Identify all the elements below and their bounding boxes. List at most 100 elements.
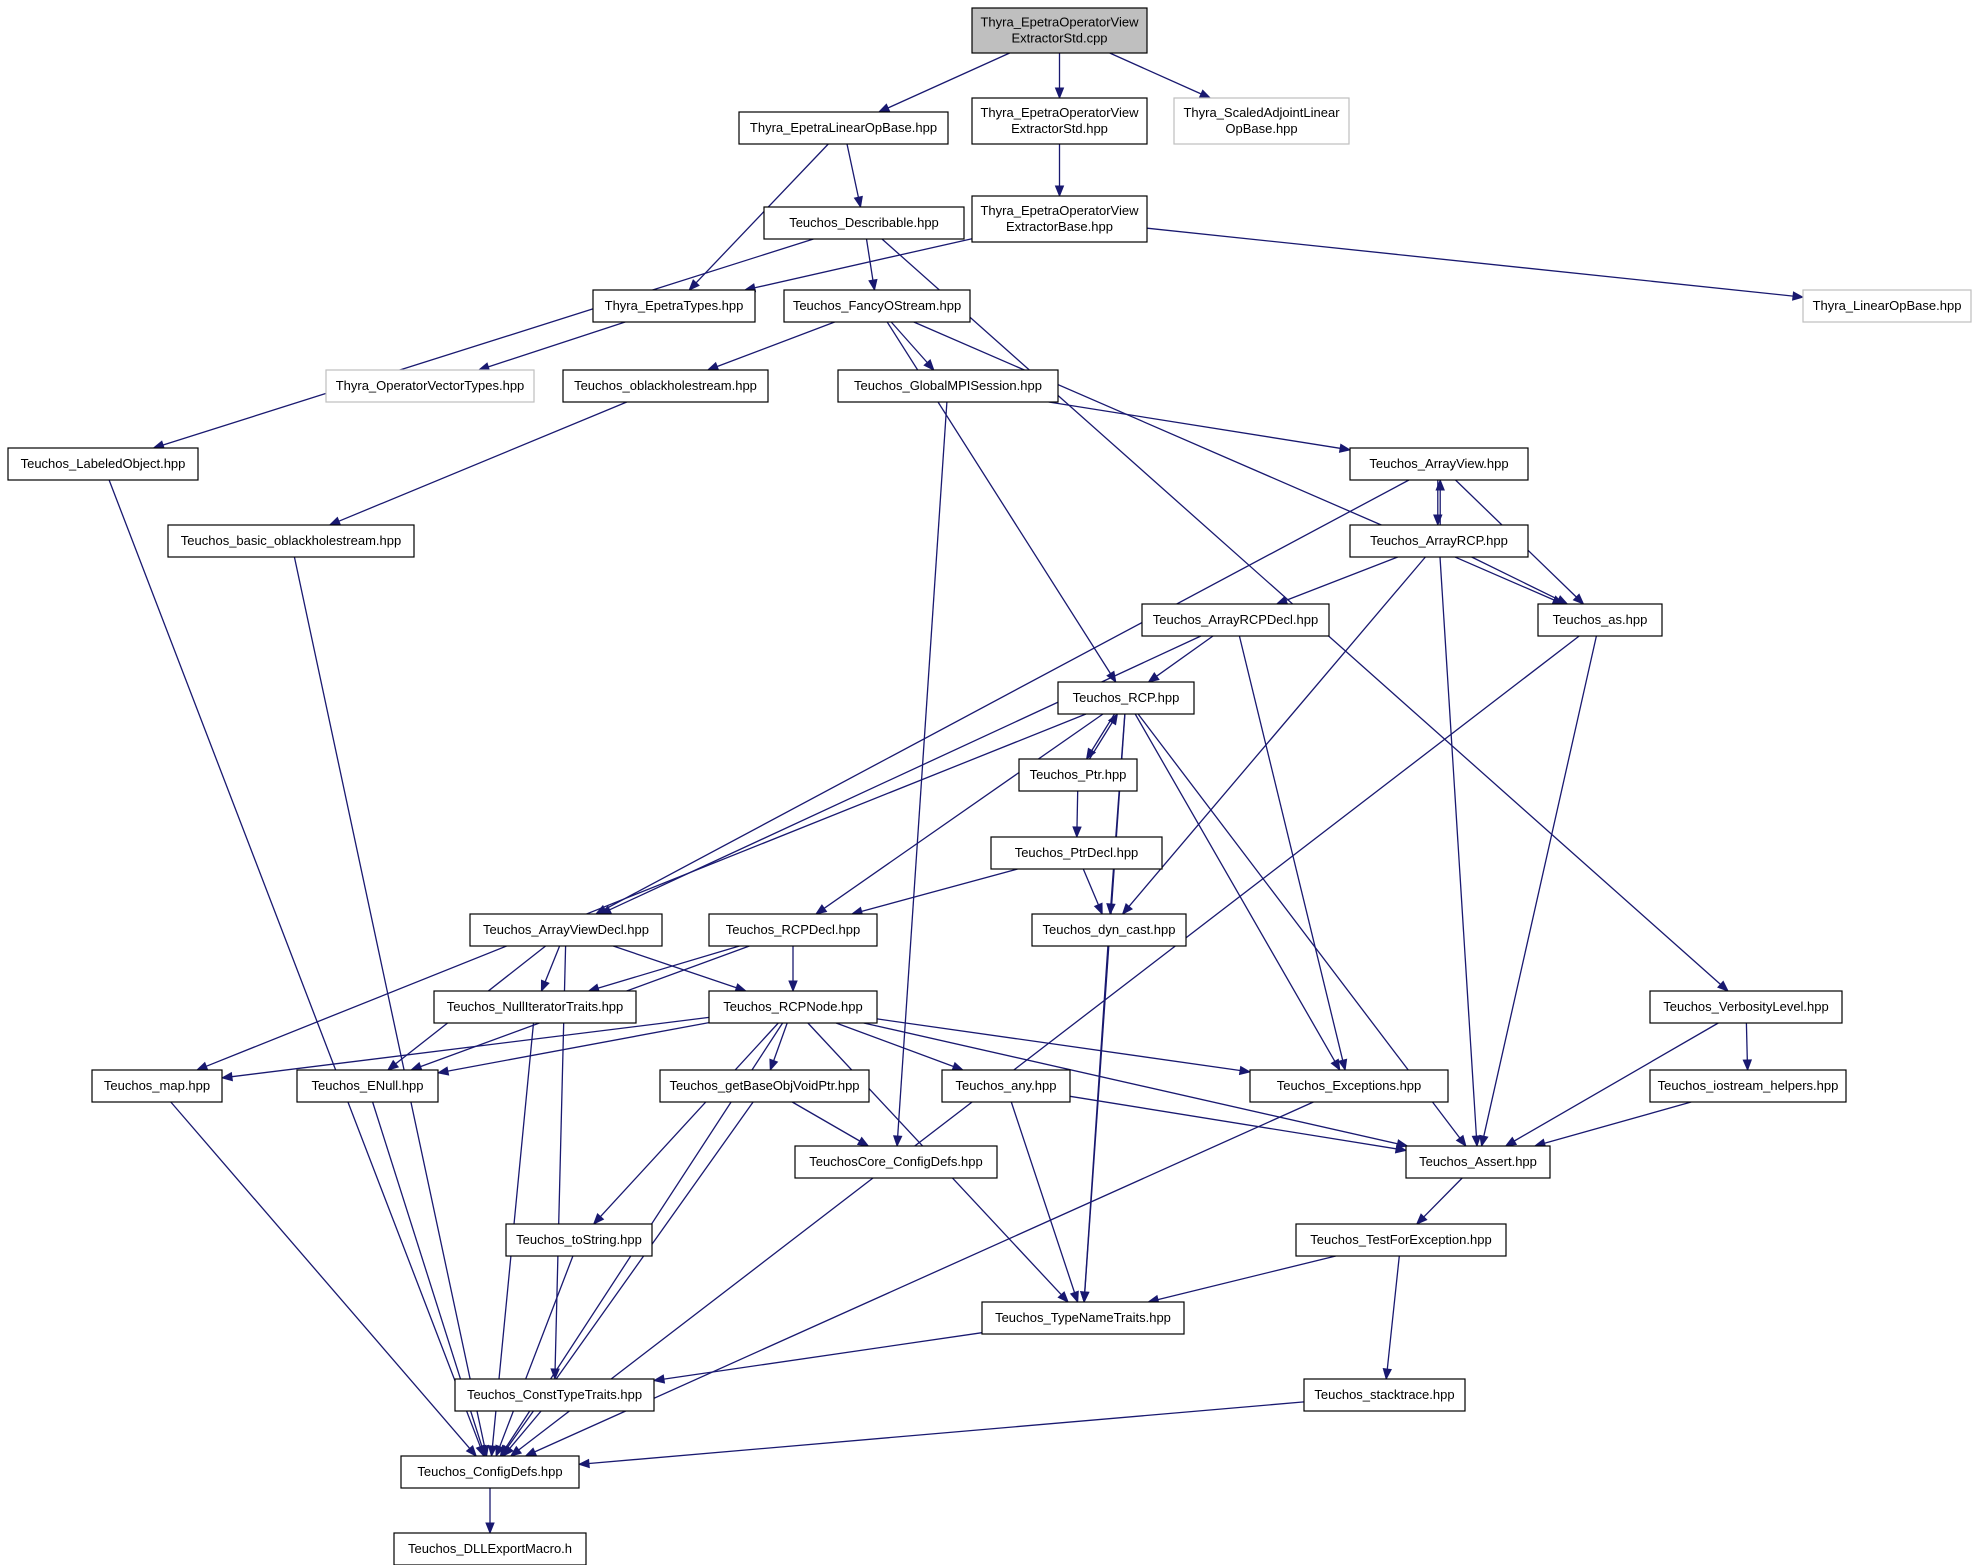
node-box-bobh: [167, 524, 415, 558]
node-rcpdecl[interactable]: Teuchos_RCPDecl.hpp: [708, 913, 878, 947]
node-label-rcpnode: Teuchos_RCPNode.hpp: [723, 999, 862, 1014]
node-label-obh: Teuchos_oblackholestream.hpp: [574, 378, 757, 393]
node-box-etypes: [592, 289, 756, 323]
edge-rcpnode-to-exc: [876, 1018, 1241, 1072]
node-elob[interactable]: Thyra_EpetraLinearOpBase.hpp: [738, 111, 949, 145]
node-map[interactable]: Teuchos_map.hpp: [91, 1069, 223, 1103]
node-box-desc: [763, 206, 965, 240]
node-box-verb: [1649, 990, 1843, 1024]
arrowhead-arrrcp-to-dyncast: [1121, 902, 1133, 916]
edge-arrview-to-avdecl: [604, 479, 1410, 910]
node-etypes[interactable]: Thyra_EpetraTypes.hpp: [592, 289, 756, 323]
arrowhead-fancy-to-gmpi: [923, 359, 935, 372]
arrowhead-gmpi-to-coreconf: [892, 1135, 903, 1148]
node-label-etypes: Thyra_EpetraTypes.hpp: [605, 298, 744, 313]
node-linop[interactable]: Thyra_LinearOpBase.hpp: [1802, 289, 1972, 323]
node-label-arrrcp: Teuchos_ArrayRCP.hpp: [1370, 533, 1508, 548]
arrowhead-rcp-to-exc: [1330, 1058, 1341, 1072]
node-box-stack: [1303, 1378, 1466, 1412]
node-nullit[interactable]: Teuchos_NullIteratorTraits.hpp: [433, 990, 637, 1024]
node-labeled[interactable]: Teuchos_LabeledObject.hpp: [7, 447, 199, 481]
node-stack[interactable]: Teuchos_stacktrace.hpp: [1303, 1378, 1466, 1412]
node-enull[interactable]: Teuchos_ENull.hpp: [296, 1069, 439, 1103]
arrowhead-gmpi-to-arrview: [1338, 443, 1352, 453]
edge-etypes-to-opvec: [488, 321, 626, 368]
edge-desc-to-fancy: [865, 238, 874, 281]
node-dll[interactable]: Teuchos_DLLExportMacro.h: [393, 1532, 587, 1565]
node-ptr[interactable]: Teuchos_Ptr.hpp: [1018, 758, 1138, 792]
node-box-rcpdecl: [708, 913, 878, 947]
node-fancy[interactable]: Teuchos_FancyOStream.hpp: [783, 289, 971, 323]
node-exc[interactable]: Teuchos_Exceptions.hpp: [1249, 1069, 1449, 1103]
edge-ioh-to-assert: [1544, 1101, 1692, 1144]
node-eovebase[interactable]: Thyra_EpetraOperatorViewExtractorBase.hp…: [971, 195, 1148, 243]
arrowhead-rcpnode-to-tnt: [1057, 1291, 1070, 1303]
arrowhead-elob-to-etypes: [688, 279, 700, 291]
edge-avdecl-to-nullit: [544, 945, 561, 982]
node-arrrcp[interactable]: Teuchos_ArrayRCP.hpp: [1349, 524, 1529, 558]
node-box-salob: [1173, 97, 1350, 145]
node-bobh[interactable]: Teuchos_basic_oblackholestream.hpp: [167, 524, 415, 558]
edge-rcpnode-to-gbovp: [773, 1022, 788, 1061]
arrowhead-map-to-config: [465, 1444, 478, 1458]
arrowhead-root-to-elob: [877, 103, 891, 113]
node-arrrcpdecl[interactable]: Teuchos_ArrayRCPDecl.hpp: [1141, 603, 1330, 637]
node-box-root: [971, 7, 1148, 54]
node-box-rcp: [1057, 681, 1195, 715]
node-label-eovestd: Thyra_EpetraOperatorView: [980, 105, 1139, 120]
edge-assert-to-tfe: [1423, 1177, 1463, 1218]
node-as[interactable]: Teuchos_as.hpp: [1537, 603, 1663, 637]
arrowhead-arrrcpdecl-to-rcp: [1147, 671, 1160, 683]
node-avdecl[interactable]: Teuchos_ArrayViewDecl.hpp: [469, 913, 663, 947]
node-tostr[interactable]: Teuchos_toString.hpp: [505, 1223, 653, 1257]
node-label-desc: Teuchos_Describable.hpp: [789, 215, 939, 230]
node-ioh[interactable]: Teuchos_iostream_helpers.hpp: [1649, 1069, 1847, 1103]
node-gmpi[interactable]: Teuchos_GlobalMPISession.hpp: [837, 369, 1059, 403]
node-label-dll: Teuchos_DLLExportMacro.h: [408, 1541, 572, 1556]
node-box-arrrcp: [1349, 524, 1529, 558]
node-gbovp[interactable]: Teuchos_getBaseObjVoidPtr.hpp: [659, 1069, 870, 1103]
node-coreconf[interactable]: TeuchosCore_ConfigDefs.hpp: [794, 1145, 998, 1179]
node-any[interactable]: Teuchos_any.hpp: [941, 1069, 1071, 1103]
node-rcp[interactable]: Teuchos_RCP.hpp: [1057, 681, 1195, 715]
node-dyncast[interactable]: Teuchos_dyn_cast.hpp: [1031, 913, 1187, 947]
node-label-root: ExtractorStd.cpp: [1011, 31, 1107, 46]
arrowhead-arrrcp-to-assert: [1471, 1135, 1482, 1148]
edge-dyncast-to-tnt: [1084, 945, 1109, 1293]
edge-gbovp-to-coreconf: [791, 1101, 861, 1142]
node-label-exc: Teuchos_Exceptions.hpp: [1277, 1078, 1422, 1093]
arrowhead-config-to-dll: [485, 1522, 495, 1535]
arrowhead-eovebase-to-linop: [1792, 291, 1805, 301]
edge-verb-to-ioh: [1745, 1022, 1748, 1061]
arrowhead-ptrdecl-to-dyncast: [1093, 902, 1103, 916]
edge-ptr-to-ptrdecl: [1076, 790, 1079, 828]
node-tfe[interactable]: Teuchos_TestForException.hpp: [1295, 1223, 1507, 1257]
node-ptrdecl[interactable]: Teuchos_PtrDecl.hpp: [990, 836, 1163, 870]
node-label-rcpdecl: Teuchos_RCPDecl.hpp: [726, 922, 860, 937]
node-verb[interactable]: Teuchos_VerbosityLevel.hpp: [1649, 990, 1843, 1024]
edge-arrrcp-to-dyncast: [1128, 556, 1426, 907]
node-box-dyncast: [1031, 913, 1187, 947]
edge-rcp-to-exc: [1134, 713, 1336, 1062]
node-config[interactable]: Teuchos_ConfigDefs.hpp: [400, 1455, 580, 1489]
edge-exc-to-config: [534, 1101, 1314, 1453]
node-rcpnode[interactable]: Teuchos_RCPNode.hpp: [708, 990, 878, 1024]
node-opvec[interactable]: Thyra_OperatorVectorTypes.hpp: [325, 369, 535, 403]
arrowhead-root-to-salob: [1198, 89, 1212, 99]
node-label-dyncast: Teuchos_dyn_cast.hpp: [1043, 922, 1176, 937]
node-obh[interactable]: Teuchos_oblackholestream.hpp: [562, 369, 769, 403]
edge-elob-to-etypes: [695, 143, 829, 284]
node-arrview[interactable]: Teuchos_ArrayView.hpp: [1349, 447, 1529, 481]
edge-rcpnode-to-map: [231, 1016, 710, 1078]
edge-arrrcpdecl-to-rcp: [1156, 635, 1214, 677]
node-desc[interactable]: Teuchos_Describable.hpp: [763, 206, 965, 240]
node-assert[interactable]: Teuchos_Assert.hpp: [1405, 1145, 1551, 1179]
node-tnt[interactable]: Teuchos_TypeNameTraits.hpp: [981, 1301, 1185, 1335]
edge-eovebase-to-etypes: [754, 238, 973, 289]
arrowhead-gbovp-to-coreconf: [856, 1136, 870, 1147]
node-ctt[interactable]: Teuchos_ConstTypeTraits.hpp: [454, 1378, 655, 1412]
node-box-eovebase: [971, 195, 1148, 243]
